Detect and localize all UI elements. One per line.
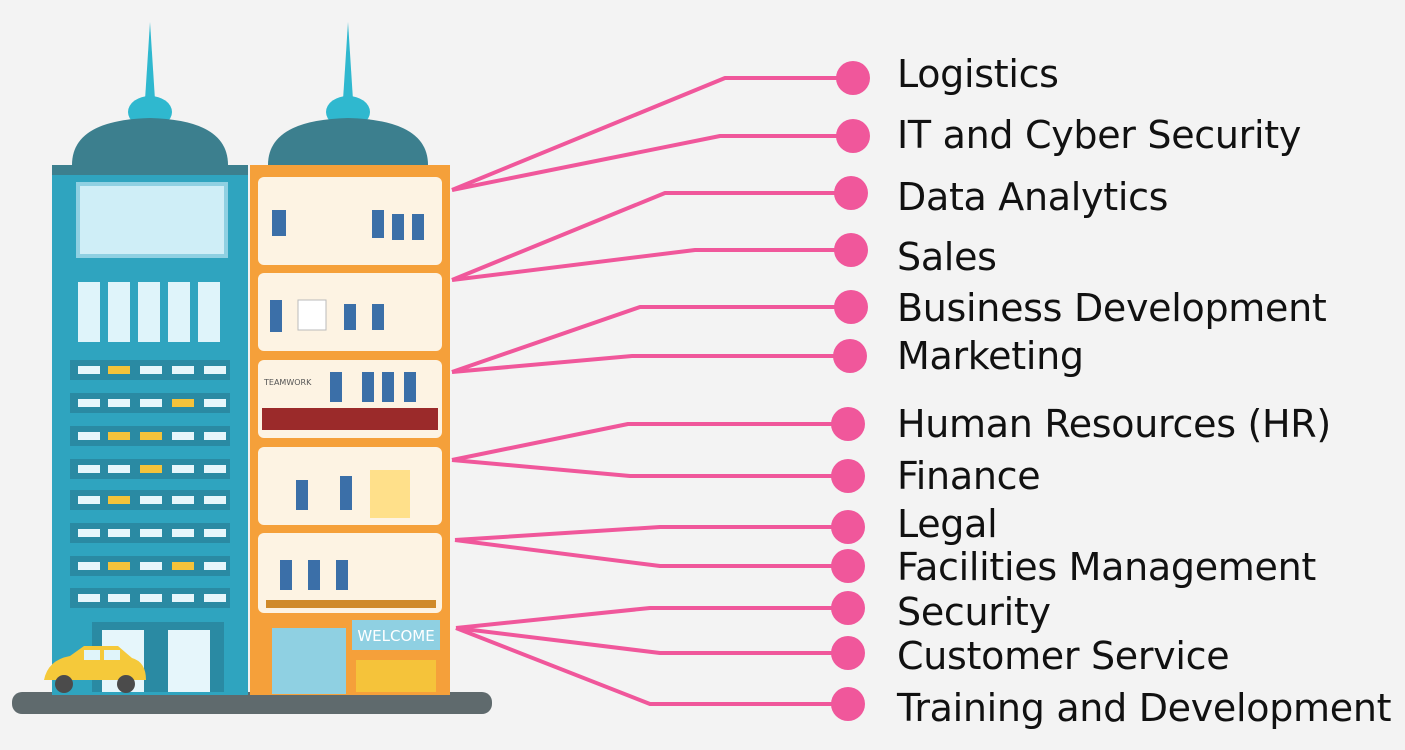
connector-dot-security bbox=[831, 591, 865, 625]
connector-line-training-and-development bbox=[455, 626, 848, 706]
teamwork-board-text: TEAMWORK bbox=[263, 378, 312, 387]
connector-line-legal bbox=[454, 525, 848, 542]
label-facilities-management: Facilities Management bbox=[897, 545, 1316, 589]
connector-lines bbox=[451, 76, 853, 706]
label-data-analytics: Data Analytics bbox=[897, 175, 1169, 219]
connector-dot-customer-service bbox=[831, 636, 865, 670]
connector-dot-finance bbox=[831, 459, 865, 493]
connector-line-business-development bbox=[451, 305, 851, 374]
label-logistics: Logistics bbox=[897, 52, 1059, 96]
label-legal: Legal bbox=[897, 502, 998, 546]
label-finance: Finance bbox=[897, 454, 1041, 498]
connector-dot-sales bbox=[834, 233, 868, 267]
building-illustration: WELCOME TEAMWORK bbox=[12, 22, 492, 714]
connector-line-customer-service bbox=[455, 626, 848, 655]
label-customer-service: Customer Service bbox=[897, 634, 1230, 678]
connector-dot-human-resources-hr bbox=[831, 407, 865, 441]
connector-line-facilities-management bbox=[454, 538, 848, 568]
connector-dots bbox=[831, 61, 870, 721]
connector-line-marketing bbox=[451, 354, 850, 374]
taxi-car bbox=[44, 646, 146, 693]
label-training-and-development: Training and Development bbox=[897, 686, 1392, 730]
connector-dot-business-development bbox=[834, 290, 868, 324]
welcome-sign-text: WELCOME bbox=[357, 627, 434, 645]
label-it-and-cyber-security: IT and Cyber Security bbox=[897, 113, 1302, 157]
connector-line-logistics bbox=[451, 76, 853, 192]
connector-line-finance bbox=[451, 458, 848, 478]
connector-dot-logistics bbox=[836, 61, 870, 95]
right-tower: WELCOME TEAMWORK bbox=[250, 22, 450, 695]
welcome-sign bbox=[352, 620, 440, 650]
left-tower bbox=[52, 22, 248, 695]
label-human-resources: Human Resources (HR) bbox=[897, 402, 1331, 446]
connector-dot-marketing bbox=[833, 339, 867, 373]
connector-dot-facilities-management bbox=[831, 549, 865, 583]
connector-line-it-and-cyber-security bbox=[451, 134, 853, 192]
connector-line-human-resources-hr bbox=[451, 422, 848, 462]
label-security: Security bbox=[897, 590, 1051, 634]
ground-slab bbox=[12, 692, 492, 714]
connector-dot-training-and-development bbox=[831, 687, 865, 721]
connector-line-sales bbox=[451, 248, 851, 282]
label-sales: Sales bbox=[897, 235, 997, 279]
connector-dot-legal bbox=[831, 510, 865, 544]
label-business-development: Business Development bbox=[897, 286, 1327, 330]
connector-line-security bbox=[455, 606, 848, 630]
connector-dot-data-analytics bbox=[834, 176, 868, 210]
connector-line-data-analytics bbox=[451, 191, 851, 282]
connector-dot-it-and-cyber-security bbox=[836, 119, 870, 153]
label-marketing: Marketing bbox=[897, 334, 1084, 378]
